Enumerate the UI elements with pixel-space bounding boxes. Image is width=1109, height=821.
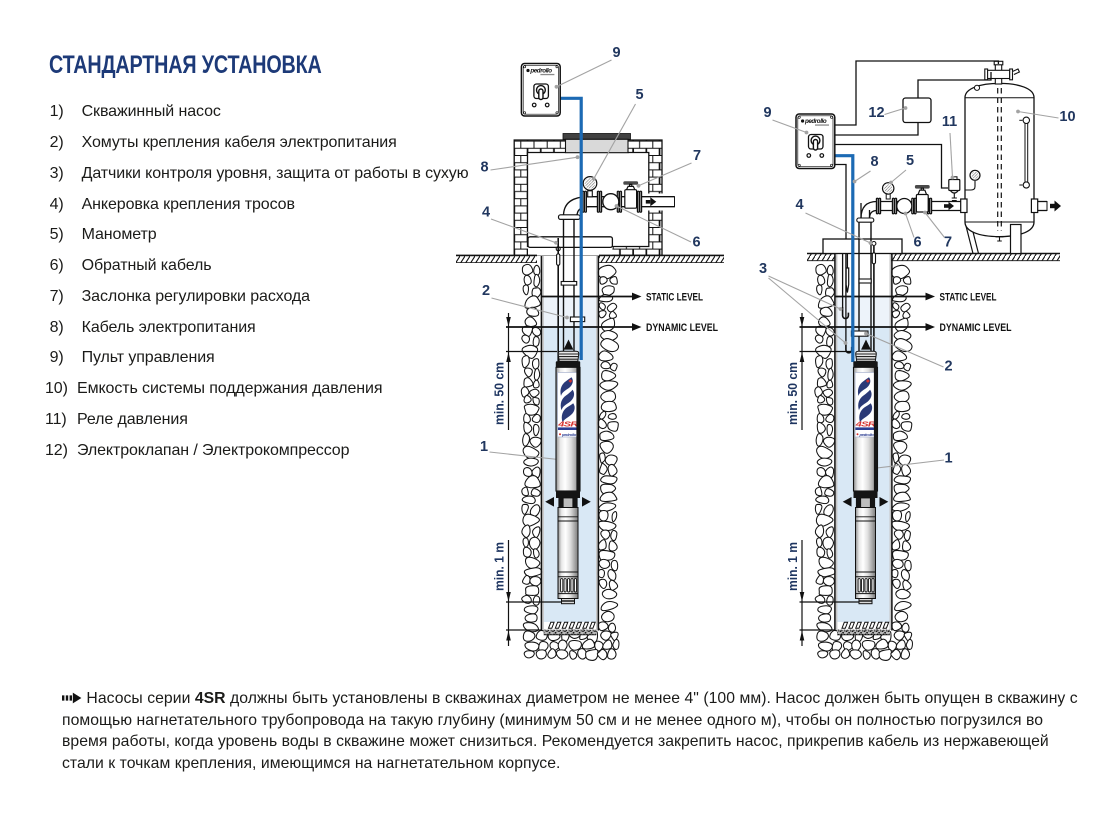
svg-text:3: 3	[759, 261, 767, 277]
svg-text:9: 9	[612, 45, 620, 61]
svg-text:6: 6	[913, 235, 921, 251]
svg-text:4: 4	[482, 205, 490, 221]
svg-text:7: 7	[944, 235, 952, 251]
svg-text:pedrollo: pedrollo	[529, 68, 552, 75]
svg-text:4: 4	[795, 197, 803, 213]
svg-text:11: 11	[942, 114, 957, 130]
svg-text:2: 2	[944, 359, 952, 375]
svg-text:1: 1	[480, 439, 488, 455]
svg-text:1: 1	[944, 451, 952, 467]
svg-text:9: 9	[763, 105, 771, 121]
svg-text:10: 10	[1059, 109, 1075, 125]
svg-text:12: 12	[868, 105, 884, 121]
svg-text:7: 7	[693, 148, 701, 164]
svg-text:8: 8	[480, 160, 488, 176]
svg-text:2: 2	[482, 283, 490, 299]
svg-text:6: 6	[692, 235, 700, 251]
svg-text:8: 8	[870, 154, 878, 170]
svg-text:5: 5	[906, 153, 914, 169]
svg-text:pedrollo: pedrollo	[804, 118, 827, 125]
svg-text:5: 5	[635, 87, 643, 103]
